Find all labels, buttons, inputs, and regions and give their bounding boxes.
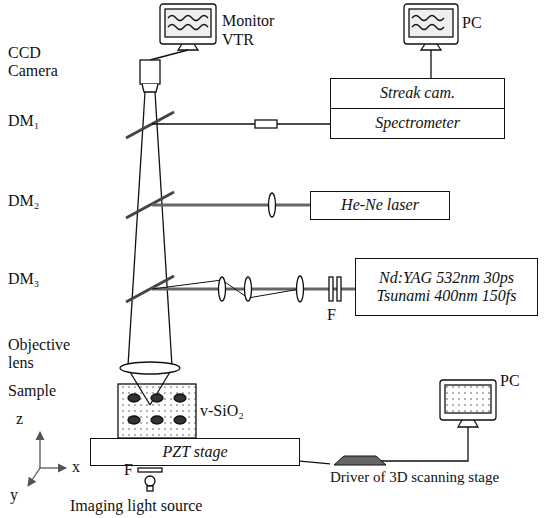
fiber xyxy=(277,123,330,124)
node-text: Spectrometer xyxy=(375,114,460,132)
part-label: PC xyxy=(462,14,482,32)
part-label: DM₂ xyxy=(8,192,39,210)
dichroic-mirror xyxy=(126,112,174,138)
laser-box: He-Ne laser xyxy=(310,191,450,220)
part-label: Objective lens xyxy=(8,336,98,371)
part-label: x xyxy=(72,458,80,476)
laser-box: Nd:YAG 532nm 30psTsunami 400nm 150fs xyxy=(355,258,538,316)
instrument-box: Spectrometer xyxy=(330,108,505,139)
lens xyxy=(219,277,226,301)
sample xyxy=(118,384,196,438)
part-label: y xyxy=(10,486,18,504)
cable xyxy=(430,50,431,78)
part-label: Imaging light source xyxy=(70,497,202,515)
part-label: DM₁ xyxy=(8,112,39,130)
objective-lens xyxy=(120,362,180,374)
part-label: Monitor xyxy=(222,12,274,30)
part-label: DM₃ xyxy=(8,270,39,288)
part-label: VTR xyxy=(222,31,254,49)
fiber-coupler xyxy=(255,120,277,128)
part-label: v-SiO₂ xyxy=(200,402,244,420)
driver-unit: Driver of 3D scanning stage xyxy=(330,453,539,493)
node-text: Driver of 3D scanning stage xyxy=(330,469,539,486)
lens xyxy=(269,193,276,217)
part-label: F xyxy=(327,306,336,324)
lens xyxy=(245,277,252,301)
laser-beam xyxy=(152,204,310,207)
ccd-camera xyxy=(140,60,160,92)
cable xyxy=(380,427,468,461)
stage-box: PZT stage xyxy=(90,438,300,466)
part-label: PC xyxy=(500,372,520,390)
beam xyxy=(155,92,172,366)
node-text: Tsunami 400nm 150fs xyxy=(377,287,517,305)
node-text: He-Ne laser xyxy=(341,196,419,214)
driver-symbol xyxy=(330,453,390,467)
axes xyxy=(28,432,66,486)
instrument-box: Streak cam. xyxy=(330,78,505,109)
pc-icon xyxy=(440,380,496,427)
part-label: Sample xyxy=(8,382,56,400)
fiber xyxy=(152,123,255,124)
monitor-icon xyxy=(160,4,216,50)
lamp xyxy=(145,476,155,491)
laser-beam xyxy=(152,288,355,291)
filter xyxy=(337,277,341,301)
cable xyxy=(300,461,330,464)
pc-icon xyxy=(404,4,458,50)
node-text: Streak cam. xyxy=(380,84,455,102)
part-label: F xyxy=(124,461,133,479)
node-text: Nd:YAG 532nm 30ps xyxy=(379,269,514,287)
cable xyxy=(150,50,188,60)
node-text: PZT stage xyxy=(162,443,227,461)
part-label: z xyxy=(16,410,23,428)
filter xyxy=(329,277,333,301)
lens xyxy=(297,276,304,302)
filter xyxy=(138,468,162,472)
part-label: CCD Camera xyxy=(8,44,78,79)
